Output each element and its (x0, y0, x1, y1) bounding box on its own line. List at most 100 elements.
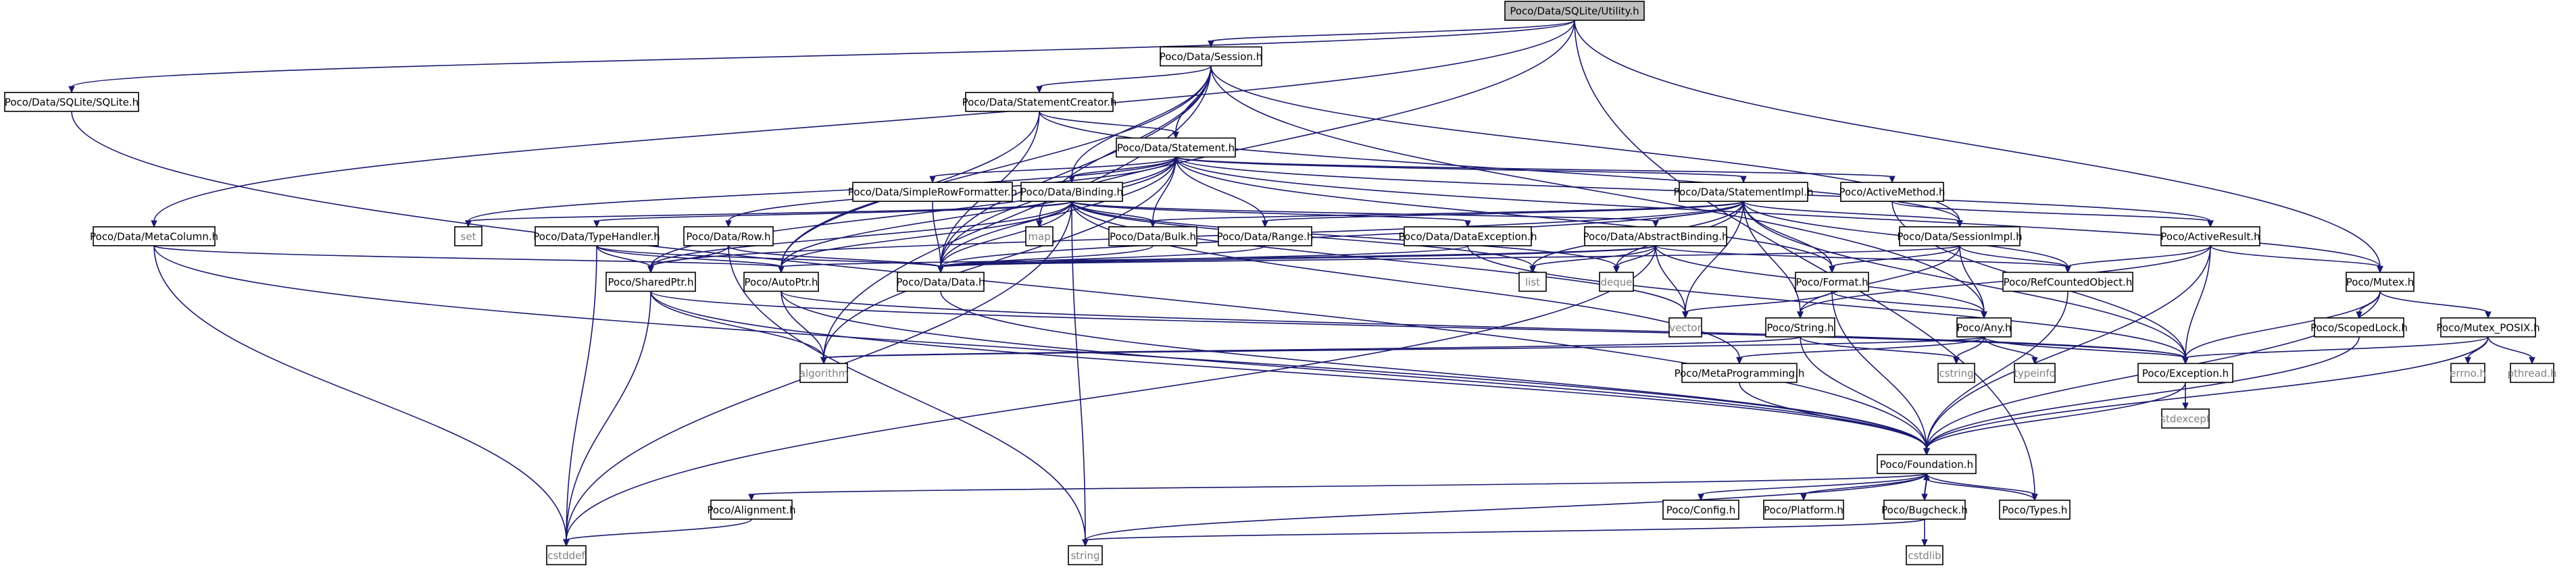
edge-sessionimpl-to-string_h (1800, 245, 1960, 313)
edge-sessionimpl-to-format (1831, 245, 1960, 268)
edge-binding-to-data (940, 201, 1072, 267)
node-pthread: pthread.h (2508, 363, 2556, 384)
node-autoptr[interactable]: Poco/AutoPtr.h (743, 271, 819, 292)
node-any[interactable]: Poco/Any.h (1956, 317, 2012, 338)
node-sqlite[interactable]: Poco/Data/SQLite/SQLite.h (4, 92, 139, 112)
node-typehandler[interactable]: Poco/Data/TypeHandler.h (533, 226, 660, 246)
node-foundation[interactable]: Poco/Foundation.h (1877, 454, 1977, 475)
edge-any-to-typeinfo (1983, 336, 2035, 359)
node-abstractbinding-box (1584, 226, 1727, 246)
node-data[interactable]: Poco/Data/Data.h (896, 271, 985, 292)
edge-binding-to-dataexception (1071, 201, 1468, 222)
edge-refcounted-to-foundation (1926, 291, 2069, 450)
node-scopedlock[interactable]: Poco/ScopedLock.h (2310, 317, 2408, 338)
node-alignment[interactable]: Poco/Alignment.h (707, 500, 796, 520)
node-map-box (1025, 226, 1054, 246)
node-config-label: Poco/Config.h (1666, 504, 1736, 516)
node-platform[interactable]: Poco/Platform.h (1763, 500, 1844, 520)
node-session[interactable]: Poco/Data/Session.h (1160, 46, 1263, 67)
node-config[interactable]: Poco/Config.h (1662, 500, 1739, 520)
node-foundation-label: Poco/Foundation.h (1880, 458, 1973, 471)
edge-statement-to-mutex (1175, 157, 2381, 267)
node-cstdlib: cstdlib (1906, 545, 1943, 566)
node-string_h[interactable]: Poco/String.h (1765, 317, 1835, 338)
node-exception[interactable]: Poco/Exception.h (2137, 363, 2233, 384)
edge-binding-to-string_std (1071, 201, 1086, 541)
node-exception-label: Poco/Exception.h (2142, 367, 2229, 379)
edge-mutex-to-mutexposix (2379, 290, 2489, 313)
edge-sharedptr-to-cstddef (566, 291, 651, 541)
node-utility[interactable]: Poco/Data/SQLite/Utility.h (1504, 1, 1645, 21)
node-dataexception-box (1404, 226, 1532, 246)
arrowhead-binding-to-typehandler (593, 220, 600, 228)
node-refcounted[interactable]: Poco/RefCountedObject.h (2002, 271, 2133, 292)
edge-session-to-algorithm (823, 65, 1212, 359)
arrowhead-activeresult-to-string_h (1797, 311, 1804, 319)
node-format[interactable]: Poco/Format.h (1795, 271, 1869, 292)
edge-metacolumn-to-autoptr (153, 245, 782, 268)
node-stmtimpl[interactable]: Poco/Data/StatementImpl.h (1674, 182, 1814, 202)
node-mutex[interactable]: Poco/Mutex.h (2346, 271, 2414, 292)
node-errno-label: errno.h (2450, 367, 2486, 379)
edge-statement-to-stmtimpl (1175, 156, 1744, 178)
edge-sharedptr-to-algorithm (650, 291, 824, 359)
arrowhead-abstractbinding-to-list (1529, 265, 1536, 273)
node-bulk[interactable]: Poco/Data/Bulk.h (1108, 226, 1197, 246)
node-stmtcreator[interactable]: Poco/Data/StatementCreator.h (962, 92, 1117, 112)
edge-statement-to-autoptr (781, 157, 1176, 267)
node-session-box (1160, 46, 1262, 67)
edge-typehandler-to-autoptr (596, 245, 782, 268)
node-format-box (1795, 271, 1869, 292)
node-list-label: list (1525, 276, 1540, 288)
arrowhead-foundation-to-alignment (748, 494, 755, 502)
node-activemethod-label: Poco/ActiveMethod.h (1839, 186, 1945, 199)
edge-typehandler-to-cstddef (566, 245, 597, 541)
node-sqlite-box (4, 92, 139, 112)
edge-range-to-data (940, 245, 1266, 268)
node-range[interactable]: Poco/Data/Range.h (1217, 226, 1314, 246)
arrowhead-any-to-cstring (1953, 357, 1960, 365)
edge-format-to-foundation (1831, 291, 1927, 450)
node-statement[interactable]: Poco/Data/Statement.h (1116, 137, 1236, 158)
arrowhead-bugcheck-to-cstdlib (1921, 539, 1928, 547)
node-row[interactable]: Poco/Data/Row.h (683, 226, 774, 246)
edge-binding-to-autoptr (781, 201, 1072, 267)
node-sharedptr-label: Poco/SharedPtr.h (608, 276, 694, 288)
node-binding[interactable]: Poco/Data/Binding.h (1020, 182, 1123, 202)
node-cstring: cstring (1937, 363, 1975, 384)
node-set: set (454, 226, 482, 246)
node-cstddef-box (546, 545, 587, 566)
edge-abstractbinding-to-deque (1616, 245, 1656, 267)
node-abstractbinding[interactable]: Poco/Data/AbstractBinding.h (1583, 226, 1729, 246)
node-exception-box (2137, 363, 2233, 384)
node-activeresult[interactable]: Poco/ActiveResult.h (2160, 226, 2260, 246)
node-types[interactable]: Poco/Types.h (1999, 500, 2071, 520)
node-metaprog[interactable]: Poco/MetaProgramming.h (1675, 363, 1805, 384)
node-types-box (1999, 500, 2071, 520)
node-algorithm-label: algorithm (799, 367, 848, 379)
node-activemethod[interactable]: Poco/ActiveMethod.h (1839, 182, 1946, 202)
edge-sqlite-to-foundation (71, 111, 1927, 450)
edge-foundation-to-alignment (751, 473, 1927, 496)
node-string_std: string (1068, 545, 1103, 566)
node-binding-box (1020, 182, 1123, 202)
arrowhead-any-to-algorithm (820, 357, 827, 365)
node-format-label: Poco/Format.h (1795, 276, 1868, 288)
node-map: map (1025, 226, 1054, 246)
node-sessionimpl[interactable]: Poco/Data/SessionImpl.h (1897, 226, 2023, 246)
node-bugcheck[interactable]: Poco/Bugcheck.h (1881, 500, 1968, 520)
arrowhead-exception-to-foundation (1923, 448, 1930, 456)
node-bugcheck-box (1883, 500, 1966, 520)
node-metaprog-box (1681, 363, 1798, 384)
node-vector: vector (1668, 317, 1702, 338)
node-mutexposix[interactable]: Poco/Mutex_POSIX.h (2436, 317, 2540, 338)
node-dataexception[interactable]: Poco/Data/DataException.h (1399, 226, 1537, 246)
edge-abstractbinding-to-cstddef (566, 245, 1656, 541)
node-statement-label: Poco/Data/Statement.h (1117, 142, 1235, 154)
node-metacolumn[interactable]: Poco/Data/MetaColumn.h (90, 226, 218, 246)
node-simplerowfmt[interactable]: Poco/Data/SimpleRowFormatter.h (848, 182, 1017, 202)
edge-binding-to-bulk (1071, 201, 1154, 222)
edge-mutexposix-to-errno (2467, 336, 2489, 359)
edge-utility-to-session (1210, 20, 1575, 43)
node-sharedptr[interactable]: Poco/SharedPtr.h (605, 271, 696, 292)
